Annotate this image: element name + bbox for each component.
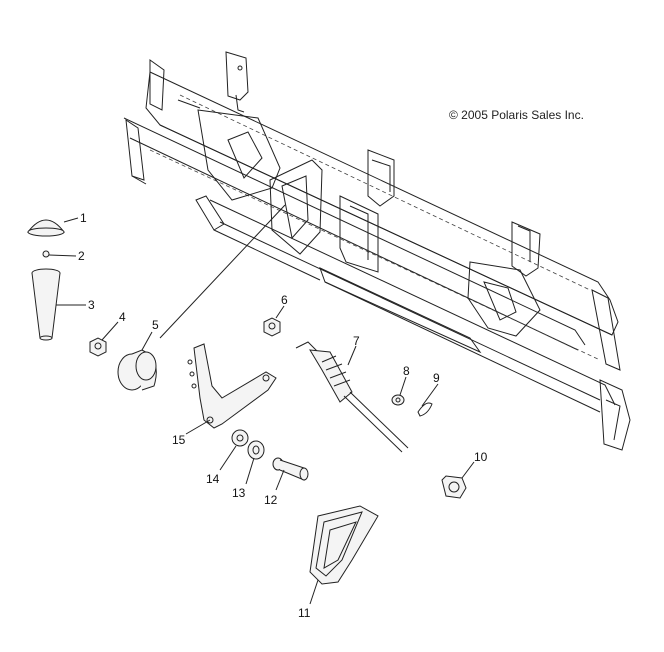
washer-part-14 xyxy=(219,429,249,471)
callout-5: 5 xyxy=(152,318,159,332)
copyright-notice: © 2005 Polaris Sales Inc. xyxy=(449,108,584,122)
shift-cable-part xyxy=(295,341,409,453)
callout-1: 1 xyxy=(80,211,87,225)
callout-11: 11 xyxy=(298,606,311,620)
washer-part-13 xyxy=(245,440,265,485)
callout-13: 13 xyxy=(232,486,246,500)
callout-4: 4 xyxy=(119,310,126,324)
nut-part-6 xyxy=(263,305,285,337)
frame-assembly xyxy=(123,51,631,451)
nut-part xyxy=(89,321,119,357)
callout-labels: 1 2 3 4 5 6 7 8 9 10 11 12 13 14 15 xyxy=(78,211,488,620)
callout-6: 6 xyxy=(281,293,288,307)
callout-14: 14 xyxy=(206,472,220,486)
screw-part xyxy=(42,250,77,258)
callout-9: 9 xyxy=(433,371,440,385)
shift-gate-part xyxy=(309,505,379,605)
shifter-lever-part xyxy=(185,343,277,435)
callout-12: 12 xyxy=(264,493,278,507)
shifter-boot-part xyxy=(31,268,86,341)
callout-3: 3 xyxy=(88,298,95,312)
callout-10: 10 xyxy=(474,450,488,464)
cable-clamp-part xyxy=(441,461,475,499)
pivot-bolt-part xyxy=(272,457,309,491)
bumper-part xyxy=(117,331,157,391)
callout-15: 15 xyxy=(172,433,186,447)
knob-cap-part xyxy=(26,217,79,237)
callout-8: 8 xyxy=(403,364,410,378)
callout-7: 7 xyxy=(353,334,360,348)
cotter-pin-part xyxy=(417,383,439,417)
washer-part xyxy=(391,376,407,406)
callout-2: 2 xyxy=(78,249,85,263)
leader-frame-to-5 xyxy=(159,204,286,339)
